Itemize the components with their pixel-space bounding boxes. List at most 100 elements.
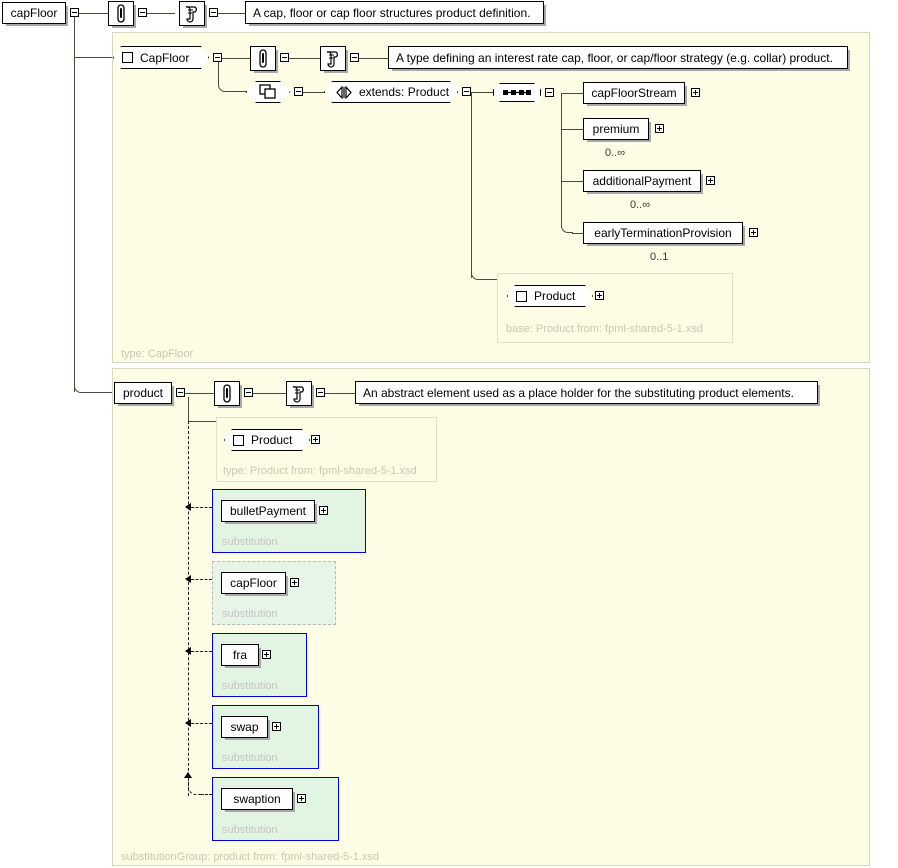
documentation-text-product-label: An abstract element used as a place hold… <box>363 385 794 400</box>
extension-node-label: extends: Product <box>359 85 450 99</box>
connector-substitution-2 <box>191 651 212 652</box>
element-swap[interactable]: swap <box>221 716 268 738</box>
connector-extends-to-base-panel <box>482 279 498 280</box>
scroll-icon <box>185 5 197 23</box>
substitution-arrow-4 <box>184 772 192 778</box>
type-capsule-capfloor[interactable]: CapFloor <box>113 46 209 69</box>
type-square-icon <box>233 435 244 446</box>
connector-sequence-trunk <box>561 93 562 227</box>
element-swaption-expander[interactable] <box>297 794 306 803</box>
type-capfloor-collapse-toggle[interactable] <box>213 53 222 62</box>
connector-sequence-to-child-3 <box>572 233 583 234</box>
element-swap-expander[interactable] <box>272 722 281 731</box>
element-earlyterminationprovision-label: earlyTerminationProvision <box>594 226 732 240</box>
element-capfloorstream-label: capFloorStream <box>591 86 677 100</box>
element-capfloorstream-expander[interactable] <box>691 88 700 97</box>
base-type-capsule-product[interactable]: Product <box>507 285 593 307</box>
substitution-caption: substitution <box>222 824 278 836</box>
element-premium-label: premium <box>592 122 640 136</box>
documentation-text-root-label: A cap, floor or cap floor structures pro… <box>253 5 531 20</box>
type-capfloor-panel <box>112 32 870 363</box>
connector-type-to-content <box>229 91 247 92</box>
base-type-capsule-product-label: Product <box>534 289 576 303</box>
element-capfloor-root-label: capFloor <box>10 6 58 20</box>
documentation-text-product: An abstract element used as a place hold… <box>355 381 818 404</box>
complex-type-icon <box>259 84 277 100</box>
connector-sequence-to-child-3-corner <box>561 222 573 233</box>
element-fra-expander[interactable] <box>262 650 271 659</box>
connector-substitution-4-corner <box>188 779 202 795</box>
element-additionalpayment[interactable]: additionalPayment <box>583 170 701 192</box>
connector-sequence-to-child-2 <box>561 181 583 182</box>
element-product[interactable]: product <box>114 382 172 404</box>
extends-toggle[interactable] <box>462 87 471 96</box>
connector-product-annotation-to-doc <box>253 393 286 394</box>
element-swaption[interactable]: swaption <box>221 788 293 810</box>
annotation-icon-product-box[interactable] <box>214 381 240 406</box>
connector-product-to-type-panel <box>188 421 216 422</box>
product-type-expander[interactable] <box>311 435 320 444</box>
element-fra[interactable]: fra <box>221 644 259 666</box>
element-premium-cardinality: 0..∞ <box>605 147 626 159</box>
substitution-caption: substitution <box>222 608 278 620</box>
element-bulletpayment-label: bulletPayment <box>229 504 307 518</box>
element-capfloor-substitution-expander[interactable] <box>290 578 299 587</box>
connector-substitution-3 <box>191 723 212 724</box>
element-swap-label: swap <box>230 720 259 734</box>
connector-sequence-to-child-0 <box>561 93 583 94</box>
substitution-arrow-1 <box>185 575 191 583</box>
sequence-toggle[interactable] <box>545 88 554 97</box>
element-capfloorstream[interactable]: capFloorStream <box>583 82 685 104</box>
complex-content-toggle[interactable] <box>294 87 303 96</box>
documentation-text-root: A cap, floor or cap floor structures pro… <box>245 1 544 24</box>
annotation-icon-type-box[interactable] <box>250 46 276 71</box>
extension-icon <box>335 86 353 99</box>
connector-type-doc-to-text <box>359 58 388 59</box>
element-earlyterminationprovision[interactable]: earlyTerminationProvision <box>583 222 743 244</box>
connector-type-annotation-to-doc <box>289 58 320 59</box>
element-additionalpayment-expander[interactable] <box>706 176 715 185</box>
connector-sequence-to-child-1 <box>561 129 583 130</box>
type-capsule-capfloor-label: CapFloor <box>140 50 190 65</box>
annotation-icon-root-box[interactable] <box>108 1 134 26</box>
product-type-capsule[interactable]: Product <box>224 429 310 451</box>
element-bulletpayment-expander[interactable] <box>319 506 328 515</box>
connector-substitution-4 <box>201 794 212 795</box>
connector-product-to-annotation <box>185 393 214 394</box>
product-collapse-toggle[interactable] <box>176 388 185 397</box>
connector-annotation-to-doc <box>147 13 175 14</box>
product-type-panel-label: type: Product from: fpml-shared-5-1.xsd <box>223 465 417 477</box>
root-documentation-toggle[interactable] <box>209 8 218 17</box>
root-annotation-toggle[interactable] <box>138 8 147 17</box>
type-documentation-toggle[interactable] <box>350 53 359 62</box>
connector-extends-to-sequence <box>471 92 493 93</box>
element-earlyterminationprovision-cardinality: 0..1 <box>650 251 669 263</box>
element-capfloor-substitution[interactable]: capFloor <box>221 572 286 594</box>
substitution-caption: substitution <box>222 536 278 548</box>
connector-substitution-0 <box>191 507 212 508</box>
element-premium[interactable]: premium <box>583 118 649 140</box>
base-product-expander[interactable] <box>595 291 604 300</box>
sequence-icon <box>502 89 532 96</box>
connector-doc-to-text <box>218 13 245 14</box>
documentation-icon-type-box[interactable] <box>320 46 346 71</box>
element-premium-expander[interactable] <box>655 124 664 133</box>
documentation-icon-root-box[interactable] <box>179 1 205 26</box>
product-annotation-toggle[interactable] <box>244 388 253 397</box>
root-collapse-toggle[interactable] <box>70 8 79 17</box>
connector-trunk-to-product-panel <box>85 392 112 393</box>
element-bulletpayment[interactable]: bulletPayment <box>221 500 315 522</box>
paperclip-icon <box>223 384 231 403</box>
extension-node-extends-product[interactable]: extends: Product <box>324 81 458 103</box>
element-earlyterminationprovision-expander[interactable] <box>749 228 758 237</box>
product-type-capsule-label: Product <box>251 433 293 447</box>
sequence-node[interactable] <box>493 83 541 102</box>
complex-content-node[interactable] <box>246 81 290 103</box>
paperclip-icon <box>259 49 267 68</box>
product-documentation-toggle[interactable] <box>316 388 325 397</box>
type-annotation-toggle[interactable] <box>280 53 289 62</box>
documentation-icon-product-box[interactable] <box>286 381 312 406</box>
element-swaption-label: swaption <box>233 792 281 806</box>
element-capfloor-root[interactable]: capFloor <box>2 2 66 24</box>
